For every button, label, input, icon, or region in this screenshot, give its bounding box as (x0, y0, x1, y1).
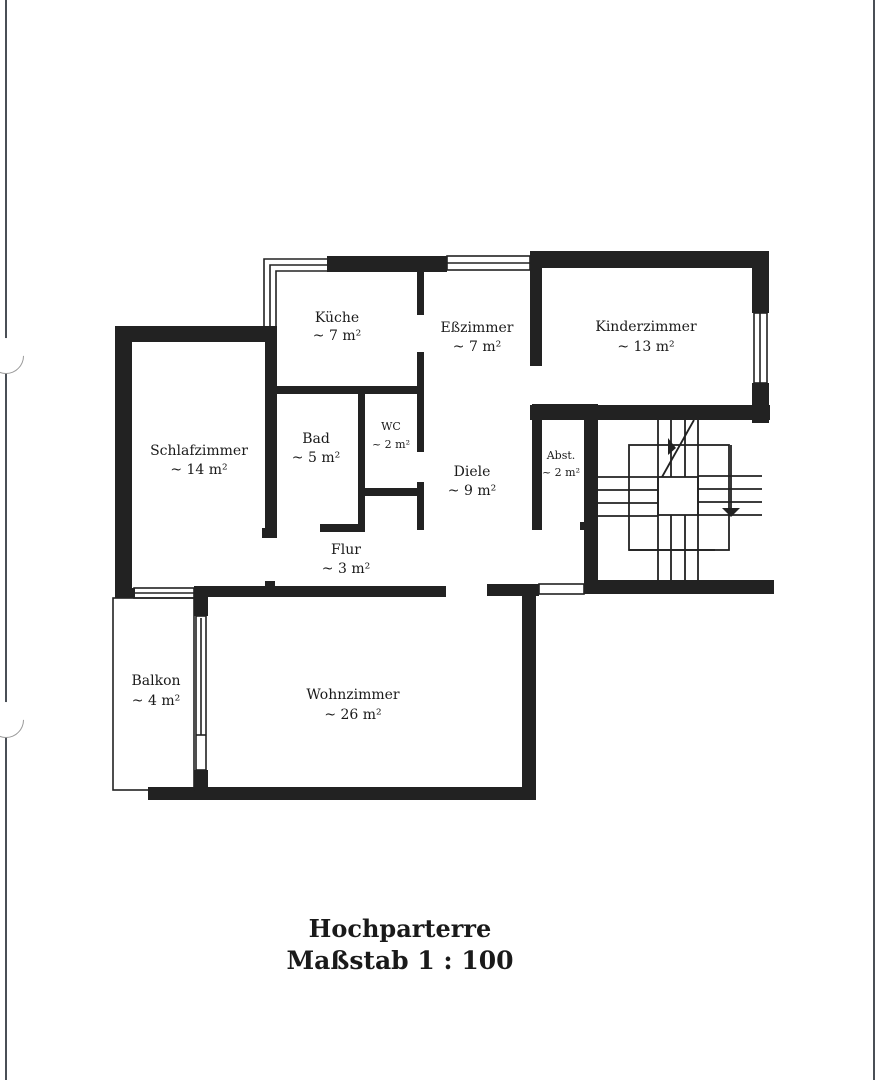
room-area-balkon: ~ 4 m² (132, 693, 180, 709)
room-labels: Küche ~ 7 m² Eßzimmer ~ 7 m² Kinderzimme… (131, 310, 696, 723)
room-name-abst: Abst. (546, 449, 576, 462)
room-area-esszimmer: ~ 7 m² (453, 339, 501, 355)
room-area-schlafzimmer: ~ 14 m² (170, 462, 227, 478)
room-name-balkon: Balkon (131, 673, 180, 689)
room-name-flur: Flur (331, 542, 361, 558)
walls (115, 251, 774, 800)
plan-title: Hochparterre (308, 914, 492, 943)
page-edge-left (5, 0, 7, 1080)
room-name-bad: Bad (302, 431, 330, 447)
room-name-esszimmer: Eßzimmer (441, 320, 514, 336)
windows (112, 255, 768, 791)
room-name-schlafzimmer: Schlafzimmer (150, 443, 248, 459)
room-name-kueche: Küche (315, 310, 359, 326)
room-area-kinderzimmer: ~ 13 m² (617, 339, 674, 355)
room-area-flur: ~ 3 m² (322, 561, 370, 577)
room-area-abst: ~ 2 m² (542, 466, 580, 479)
room-area-diele: ~ 9 m² (448, 483, 496, 499)
room-area-kueche: ~ 7 m² (313, 328, 361, 344)
staircase (598, 419, 762, 580)
page-edge-right (873, 0, 875, 1080)
stair-arrow-up-icon (668, 438, 676, 455)
room-area-wc: ~ 2 m² (372, 438, 410, 451)
room-name-wohnzimmer: Wohnzimmer (306, 687, 400, 703)
stair-arrows (668, 438, 740, 517)
room-name-kinderzimmer: Kinderzimmer (595, 319, 697, 335)
stair-arrow-down-icon (722, 508, 740, 517)
room-name-wc: WC (381, 420, 401, 433)
scale-label: Maßstab 1 : 100 (286, 946, 514, 975)
room-area-bad: ~ 5 m² (292, 450, 340, 466)
room-name-diele: Diele (454, 464, 491, 480)
room-area-wohnzimmer: ~ 26 m² (324, 707, 381, 723)
